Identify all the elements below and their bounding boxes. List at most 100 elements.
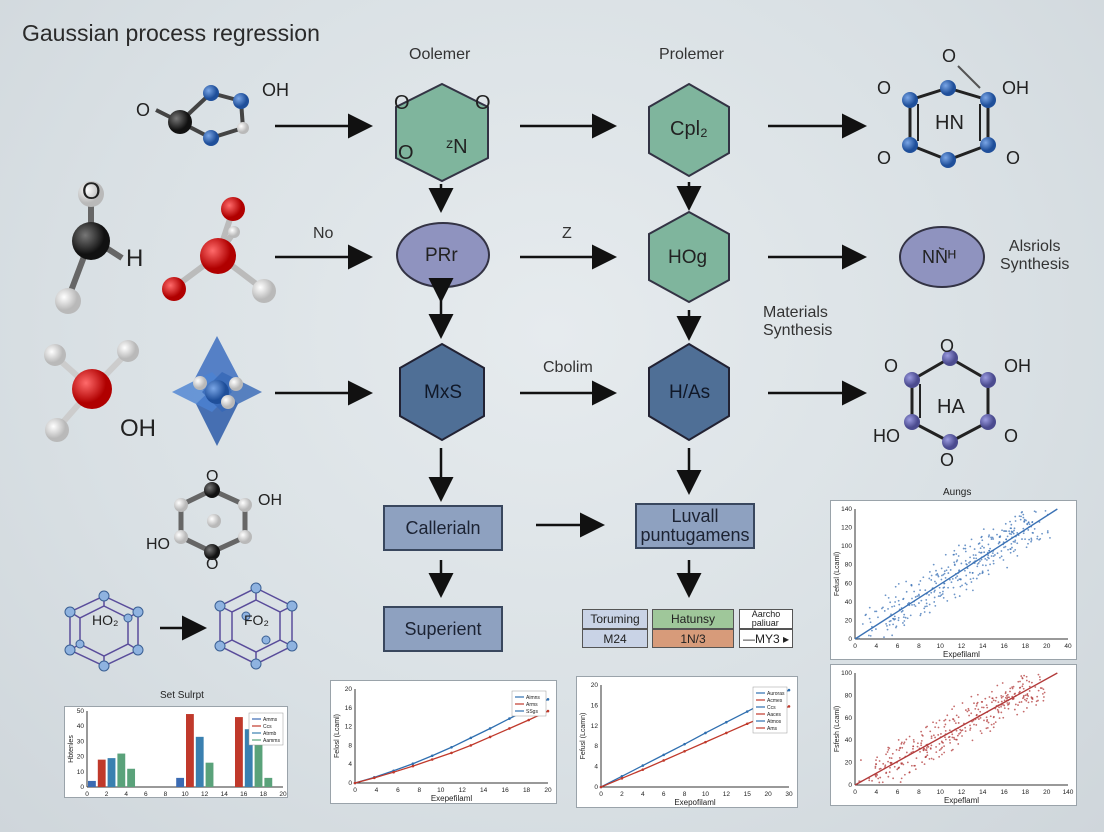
node-prr: PRr bbox=[425, 245, 458, 266]
scatter-point bbox=[1012, 532, 1015, 535]
data-point bbox=[620, 774, 624, 778]
scatter-point bbox=[925, 602, 928, 605]
scatter-point bbox=[1020, 675, 1023, 677]
scatter-point bbox=[888, 620, 891, 623]
y-tick-label: 40 bbox=[845, 599, 853, 606]
x-tick-label: 4 bbox=[641, 791, 645, 798]
scatter-point bbox=[957, 722, 960, 724]
scatter-point bbox=[916, 595, 919, 598]
scatter-point bbox=[917, 742, 919, 745]
scatter-point bbox=[929, 730, 932, 733]
scatter-point bbox=[1043, 696, 1045, 698]
scatter-point bbox=[919, 589, 921, 592]
scatter-point bbox=[992, 559, 995, 562]
scatter-point bbox=[956, 734, 959, 737]
scatter-point bbox=[889, 766, 891, 769]
scatter-point bbox=[997, 701, 1000, 704]
scatter-point bbox=[879, 776, 882, 779]
scatter-point bbox=[955, 729, 958, 732]
scatter-point bbox=[928, 603, 931, 606]
scatter-point bbox=[929, 748, 932, 750]
x-tick-label: 6 bbox=[144, 791, 148, 797]
scatter-point bbox=[1018, 690, 1021, 693]
scatter-point bbox=[973, 702, 975, 705]
ring2-o3: O bbox=[1004, 426, 1019, 446]
x-tick-label: 0 bbox=[85, 791, 89, 797]
scatter-point bbox=[928, 577, 931, 580]
scatter-point bbox=[939, 595, 942, 598]
scatter-point bbox=[978, 718, 980, 720]
scatter-point bbox=[889, 601, 892, 604]
scatter-point bbox=[920, 742, 923, 745]
scatter-point bbox=[996, 533, 998, 536]
scatter-point bbox=[941, 753, 943, 756]
scatter-point bbox=[948, 729, 951, 732]
scatter-point bbox=[968, 714, 971, 717]
scatter-point bbox=[945, 569, 948, 572]
scatter-point bbox=[942, 741, 944, 744]
scatter-point bbox=[956, 579, 959, 582]
scatter-point bbox=[944, 553, 947, 556]
bar bbox=[88, 780, 96, 787]
scatter-point bbox=[886, 624, 888, 627]
scatter-point bbox=[1011, 687, 1014, 690]
scatter-point bbox=[1025, 519, 1027, 522]
x-tick-label: 8 bbox=[164, 791, 168, 797]
scatter-point bbox=[910, 584, 913, 587]
scatter-point bbox=[895, 748, 898, 751]
data-point bbox=[599, 785, 603, 789]
y-tick-label: 0 bbox=[848, 782, 852, 789]
scatter-point bbox=[1011, 546, 1013, 549]
molecule-1 bbox=[155, 85, 249, 146]
ring2-ha: HA bbox=[937, 396, 965, 418]
scatter-point bbox=[1013, 527, 1016, 530]
scatter-point bbox=[980, 558, 983, 561]
scatter-point bbox=[932, 721, 934, 724]
scatter-point bbox=[858, 637, 861, 640]
scatter-point bbox=[913, 590, 916, 593]
scatter-point bbox=[1009, 551, 1012, 554]
label-alsriols: Alsriols Synthesis bbox=[1000, 238, 1070, 273]
y-tick-label: 12 bbox=[591, 723, 599, 730]
scatter-point bbox=[921, 734, 924, 737]
hex-cpl bbox=[648, 82, 730, 178]
scatter-point bbox=[1024, 694, 1027, 697]
scatter-point bbox=[953, 720, 956, 722]
hex-o3-label: O bbox=[398, 142, 414, 164]
scatter-point bbox=[980, 732, 983, 735]
scatter-point bbox=[989, 730, 992, 733]
data-point bbox=[392, 770, 395, 774]
scatter-point bbox=[965, 563, 968, 565]
node-mxs: MxS bbox=[424, 382, 462, 403]
scatter-point bbox=[1003, 704, 1006, 707]
scatter-point bbox=[890, 613, 892, 616]
scatter-point bbox=[919, 750, 921, 753]
x-tick-label: 18 bbox=[1022, 643, 1030, 650]
scatter-point bbox=[1007, 548, 1009, 551]
scatter-point bbox=[918, 594, 920, 597]
scatter-point bbox=[926, 754, 929, 757]
scatter-point bbox=[1027, 542, 1029, 545]
scatter-point bbox=[902, 597, 905, 600]
scatter-point bbox=[1021, 677, 1024, 680]
hex-mxs bbox=[399, 342, 485, 442]
table-value-cell: —MY3 ▸ bbox=[739, 629, 793, 648]
scatter-point bbox=[997, 711, 1000, 714]
bar bbox=[205, 762, 214, 787]
y-tick-label: 0 bbox=[594, 784, 598, 791]
scatter-point bbox=[958, 595, 961, 597]
scatter-point bbox=[991, 697, 994, 700]
scatter-point bbox=[967, 707, 970, 710]
scatter-point bbox=[1017, 680, 1020, 683]
scatter-point bbox=[1035, 704, 1038, 706]
scatter-point bbox=[886, 628, 889, 631]
scatter-point bbox=[978, 551, 981, 554]
table-header-cell: Aarcho paliuar bbox=[739, 609, 793, 629]
ring1-oh: OH bbox=[1002, 78, 1029, 98]
hex-o1-label: O bbox=[394, 92, 410, 114]
scatter-point bbox=[918, 602, 920, 604]
data-point bbox=[745, 722, 749, 726]
scatter-point bbox=[979, 710, 982, 713]
cage-2 bbox=[214, 582, 298, 670]
scatter-point bbox=[1022, 694, 1025, 697]
